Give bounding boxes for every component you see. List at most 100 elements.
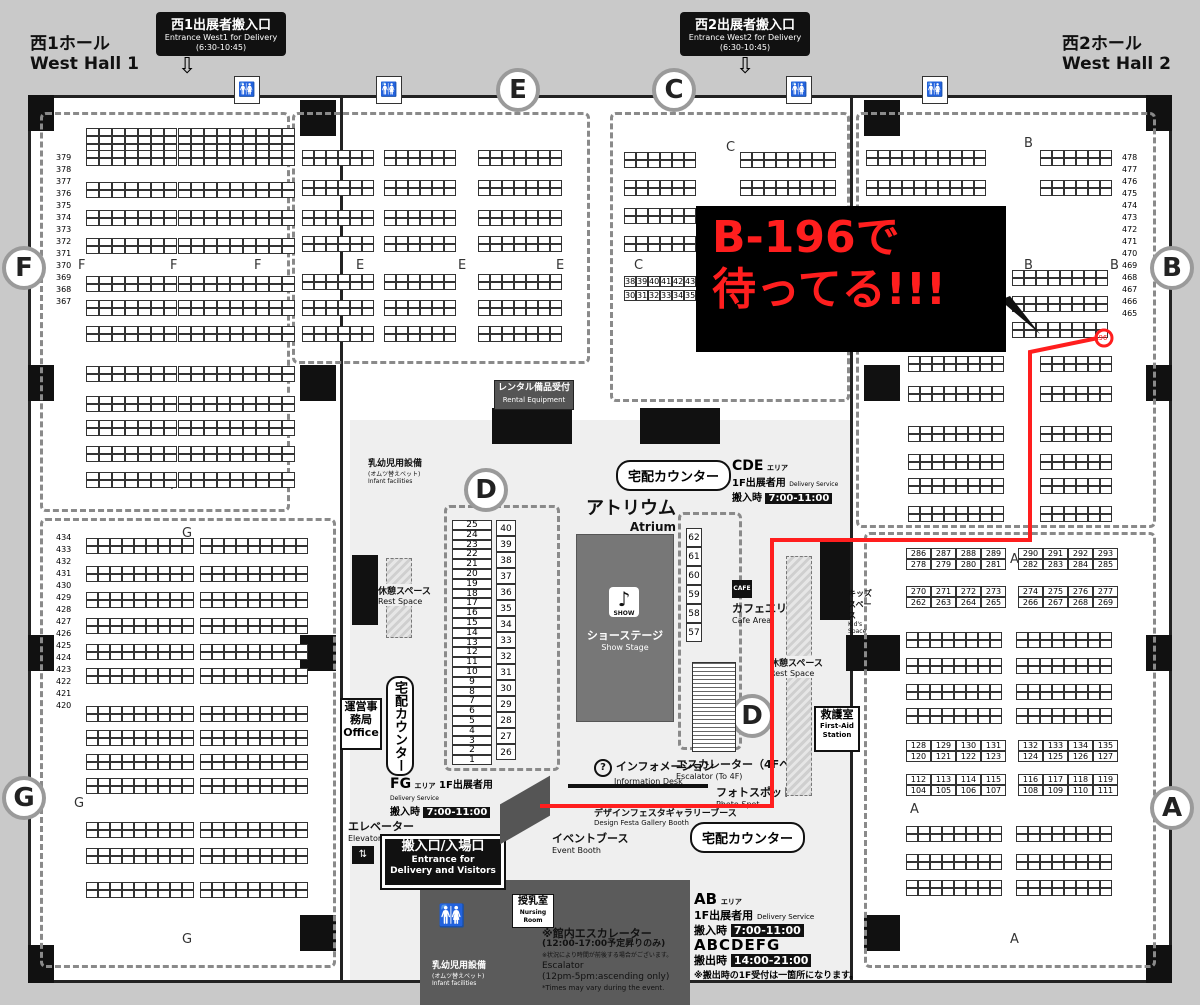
booth-cell[interactable] <box>170 830 182 838</box>
booth-cell[interactable] <box>408 334 420 342</box>
booth-cell[interactable] <box>110 762 122 770</box>
booth-cell[interactable] <box>918 666 930 674</box>
booth-cell[interactable] <box>1100 426 1112 434</box>
booth-cell[interactable] <box>956 514 968 522</box>
booth-cell[interactable] <box>284 538 296 546</box>
booth-cell[interactable] <box>99 326 112 334</box>
booth-cell[interactable] <box>1100 658 1112 666</box>
booth-cell[interactable] <box>182 848 194 856</box>
booth-cell[interactable] <box>248 822 260 830</box>
booth-cell[interactable] <box>170 882 182 890</box>
booth-cell[interactable] <box>125 210 138 218</box>
booth-cell[interactable] <box>1052 880 1064 888</box>
booth-cell[interactable] <box>526 300 538 308</box>
booth-cell[interactable] <box>980 364 992 372</box>
booth-cell[interactable] <box>338 210 350 218</box>
booth-cell[interactable] <box>444 150 456 158</box>
booth-cell[interactable] <box>110 644 122 652</box>
side-booth-number[interactable]: 369 <box>56 273 72 282</box>
booth-cell[interactable] <box>170 786 182 794</box>
booth-cell[interactable] <box>243 404 256 412</box>
booth-cell[interactable] <box>514 158 526 166</box>
booth-cell[interactable] <box>1100 158 1112 166</box>
booth-cell[interactable] <box>243 300 256 308</box>
booth-cell[interactable] <box>636 152 648 160</box>
booth-cell[interactable] <box>272 618 284 626</box>
booth-cell[interactable] <box>944 394 956 402</box>
booth-cell[interactable] <box>1076 478 1088 486</box>
booth-cell[interactable] <box>125 446 138 454</box>
booth-cell[interactable] <box>990 880 1002 888</box>
booth-cell[interactable] <box>954 684 966 692</box>
booth-cell[interactable] <box>992 426 1004 434</box>
booth-cell[interactable] <box>182 822 194 830</box>
side-booth-number[interactable]: 420 <box>56 701 72 710</box>
booth-cell[interactable]: 284 <box>1068 559 1093 570</box>
booth-cell[interactable] <box>86 822 98 830</box>
booth-cell[interactable] <box>1100 454 1112 462</box>
booth-cell[interactable] <box>1052 666 1064 674</box>
booth-cell[interactable] <box>243 210 256 218</box>
booth-cell[interactable] <box>954 880 966 888</box>
booth-cell[interactable] <box>968 434 980 442</box>
booth-cell[interactable] <box>86 300 99 308</box>
booth-cell[interactable] <box>191 396 204 404</box>
booth-cell[interactable] <box>256 218 269 226</box>
booth-cell[interactable] <box>158 546 170 554</box>
booth-cell[interactable] <box>1024 330 1036 338</box>
booth-cell[interactable] <box>256 420 269 428</box>
booth-cell[interactable] <box>269 472 282 480</box>
booth-cell[interactable] <box>151 150 164 158</box>
booth-cell[interactable] <box>134 738 146 746</box>
booth-cell[interactable] <box>99 428 112 436</box>
booth-cell[interactable] <box>1088 692 1100 700</box>
booth-cell[interactable] <box>282 420 295 428</box>
booth-cell[interactable] <box>1040 478 1052 486</box>
area-b-marker[interactable]: B <box>1150 246 1194 290</box>
booth-cell[interactable] <box>302 308 314 316</box>
booth-cell[interactable]: 39 <box>636 276 648 287</box>
d-booth[interactable]: 61 <box>686 547 702 566</box>
booth-cell[interactable] <box>212 706 224 714</box>
booth-cell[interactable]: 129 <box>931 740 956 751</box>
booth-cell[interactable] <box>444 274 456 282</box>
booth-cell[interactable] <box>125 158 138 166</box>
booth-cell[interactable] <box>125 246 138 254</box>
booth-cell[interactable] <box>1084 270 1096 278</box>
booth-cell[interactable] <box>866 188 878 196</box>
booth-cell[interactable]: 128 <box>906 740 931 751</box>
booth-cell[interactable] <box>269 276 282 284</box>
booth-cell[interactable] <box>138 190 151 198</box>
booth-cell[interactable] <box>112 218 125 226</box>
booth-cell[interactable]: 117 <box>1043 774 1068 785</box>
booth-cell[interactable] <box>191 276 204 284</box>
booth-cell[interactable] <box>158 738 170 746</box>
booth-cell[interactable] <box>230 472 243 480</box>
booth-cell[interactable] <box>282 300 295 308</box>
booth-cell[interactable] <box>962 150 974 158</box>
booth-cell[interactable] <box>384 334 396 342</box>
booth-cell[interactable] <box>350 158 362 166</box>
booth-cell[interactable] <box>954 862 966 870</box>
booth-cell[interactable] <box>1052 692 1064 700</box>
booth-cell[interactable] <box>236 856 248 864</box>
booth-cell[interactable] <box>260 714 272 722</box>
booth-cell[interactable] <box>918 692 930 700</box>
booth-cell[interactable] <box>338 188 350 196</box>
booth-cell[interactable] <box>502 300 514 308</box>
booth-cell[interactable] <box>956 462 968 470</box>
booth-cell[interactable] <box>282 238 295 246</box>
booth-cell[interactable] <box>1064 188 1076 196</box>
booth-cell[interactable] <box>170 890 182 898</box>
booth-cell[interactable] <box>660 188 672 196</box>
booth-cell[interactable] <box>932 426 944 434</box>
booth-cell[interactable] <box>302 282 314 290</box>
booth-cell[interactable] <box>138 308 151 316</box>
delivery-counter-cde[interactable]: 宅配カウンター <box>616 460 732 491</box>
booth-cell[interactable] <box>125 428 138 436</box>
booth-cell[interactable] <box>1088 180 1100 188</box>
booth-cell[interactable] <box>514 150 526 158</box>
d-booth[interactable]: 11 <box>452 657 492 667</box>
booth-cell[interactable] <box>284 546 296 554</box>
booth-cell[interactable] <box>1048 296 1060 304</box>
